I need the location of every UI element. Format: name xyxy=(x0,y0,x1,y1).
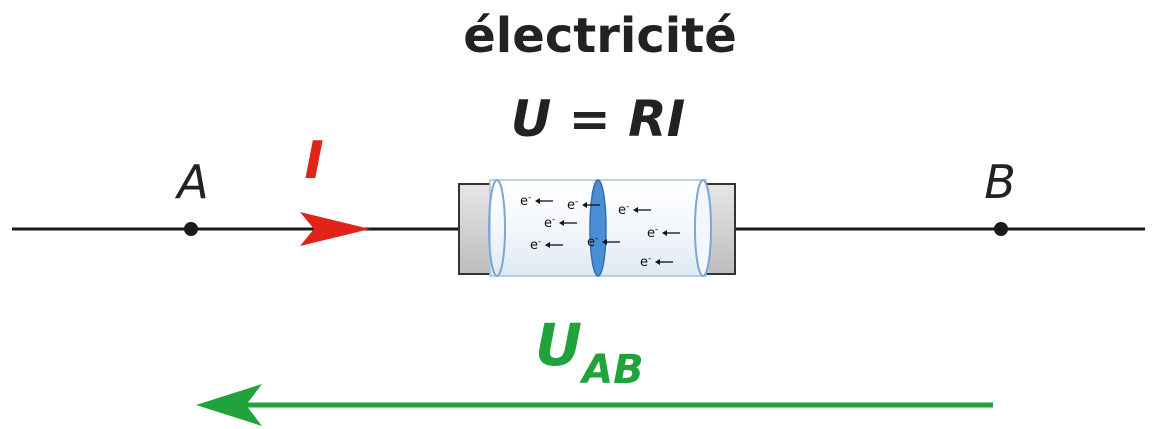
tube-right-end xyxy=(694,179,712,277)
voltage-arrowhead xyxy=(196,384,262,426)
node-b-dot xyxy=(994,222,1008,236)
electron: e- xyxy=(647,225,680,241)
node-a-label: A xyxy=(174,155,208,209)
electron-arrowhead xyxy=(633,207,638,213)
node-b-label: B xyxy=(984,155,1016,209)
electron-arrowhead xyxy=(655,259,660,265)
electron-symbol: e- xyxy=(567,197,578,213)
electron: e- xyxy=(544,215,577,231)
cross-section-slice xyxy=(589,179,607,277)
electron: e- xyxy=(640,254,673,270)
electron-symbol: e- xyxy=(520,193,531,209)
electron: e- xyxy=(530,237,563,253)
electron-symbol: e- xyxy=(530,237,541,253)
voltage-label-main: U xyxy=(535,311,582,379)
electron-arrowhead xyxy=(545,242,550,248)
voltage-label-sub: AB xyxy=(579,347,643,393)
electron-symbol: e- xyxy=(640,254,651,270)
title: électricité xyxy=(463,8,737,64)
electron: e- xyxy=(587,234,620,250)
electron: e- xyxy=(567,197,600,213)
electron-symbol: e- xyxy=(587,234,598,250)
electron-arrowhead xyxy=(535,198,540,204)
electron-arrowhead xyxy=(582,202,587,208)
electron-symbol: e- xyxy=(618,202,629,218)
formula: U = RI xyxy=(511,90,685,148)
electron-group: e-e-e-e-e-e-e-e- xyxy=(520,193,680,270)
electron-arrowhead xyxy=(602,239,607,245)
current-arrowhead xyxy=(300,212,370,246)
electron-arrowhead xyxy=(662,230,667,236)
electron-symbol: e- xyxy=(544,215,555,231)
electron: e- xyxy=(520,193,553,209)
electron: e- xyxy=(618,202,651,218)
electron-arrowhead xyxy=(559,220,564,226)
current-label: I xyxy=(304,131,323,191)
voltage-label: UAB xyxy=(535,311,644,393)
electron-symbol: e- xyxy=(647,225,658,241)
tube-left-end xyxy=(488,179,506,277)
node-a-dot xyxy=(184,222,198,236)
